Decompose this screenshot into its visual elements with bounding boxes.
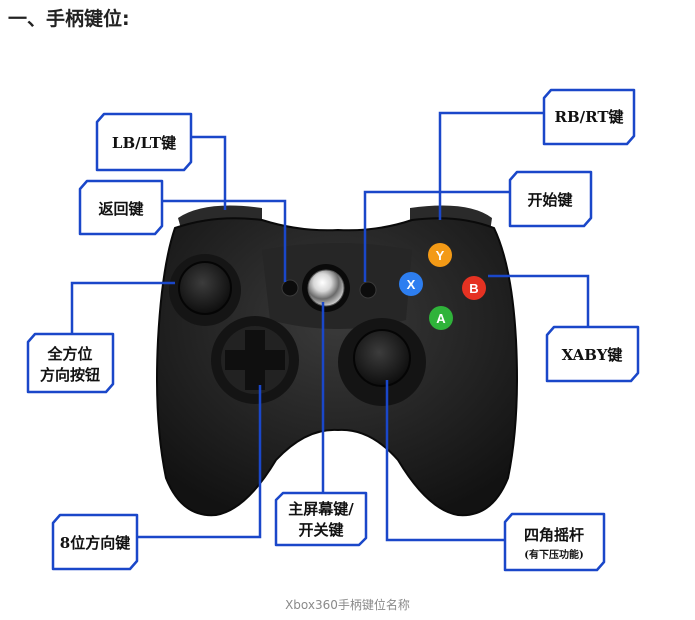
back-button — [282, 280, 298, 296]
image-caption: Xbox360手柄键位名称 — [0, 596, 695, 613]
controller-diagram: Y X B A LB/LT键 返回键 全方位 方向按钮 8位方向键 主屏幕键/ — [0, 0, 695, 600]
label-dpad: 8位方向键 — [60, 534, 130, 552]
label-guide-1: 主屏幕键/ — [288, 500, 354, 518]
guide-button — [308, 270, 344, 306]
button-a-letter: A — [436, 311, 446, 326]
controller: Y X B A — [157, 206, 517, 516]
label-back: 返回键 — [98, 200, 143, 218]
line-lb-lt — [191, 137, 225, 210]
right-stick — [354, 330, 410, 386]
left-stick — [179, 262, 231, 314]
label-start: 开始键 — [527, 191, 572, 209]
label-guide-2: 开关键 — [298, 521, 343, 539]
label-left-stick-1: 全方位 — [46, 345, 92, 363]
label-right-stick-1: 四角摇杆 — [524, 526, 584, 544]
label-right-stick-2: (有下压功能) — [524, 548, 583, 561]
button-y-letter: Y — [436, 248, 445, 263]
button-x-letter: X — [407, 277, 416, 292]
label-lb-lt: LB/LT键 — [112, 134, 176, 152]
label-xaby: XABY键 — [562, 346, 623, 364]
start-button — [360, 282, 376, 298]
label-rb-rt: RB/RT键 — [555, 108, 624, 126]
label-left-stick-2: 方向按钮 — [40, 366, 100, 384]
button-b-letter: B — [469, 281, 478, 296]
